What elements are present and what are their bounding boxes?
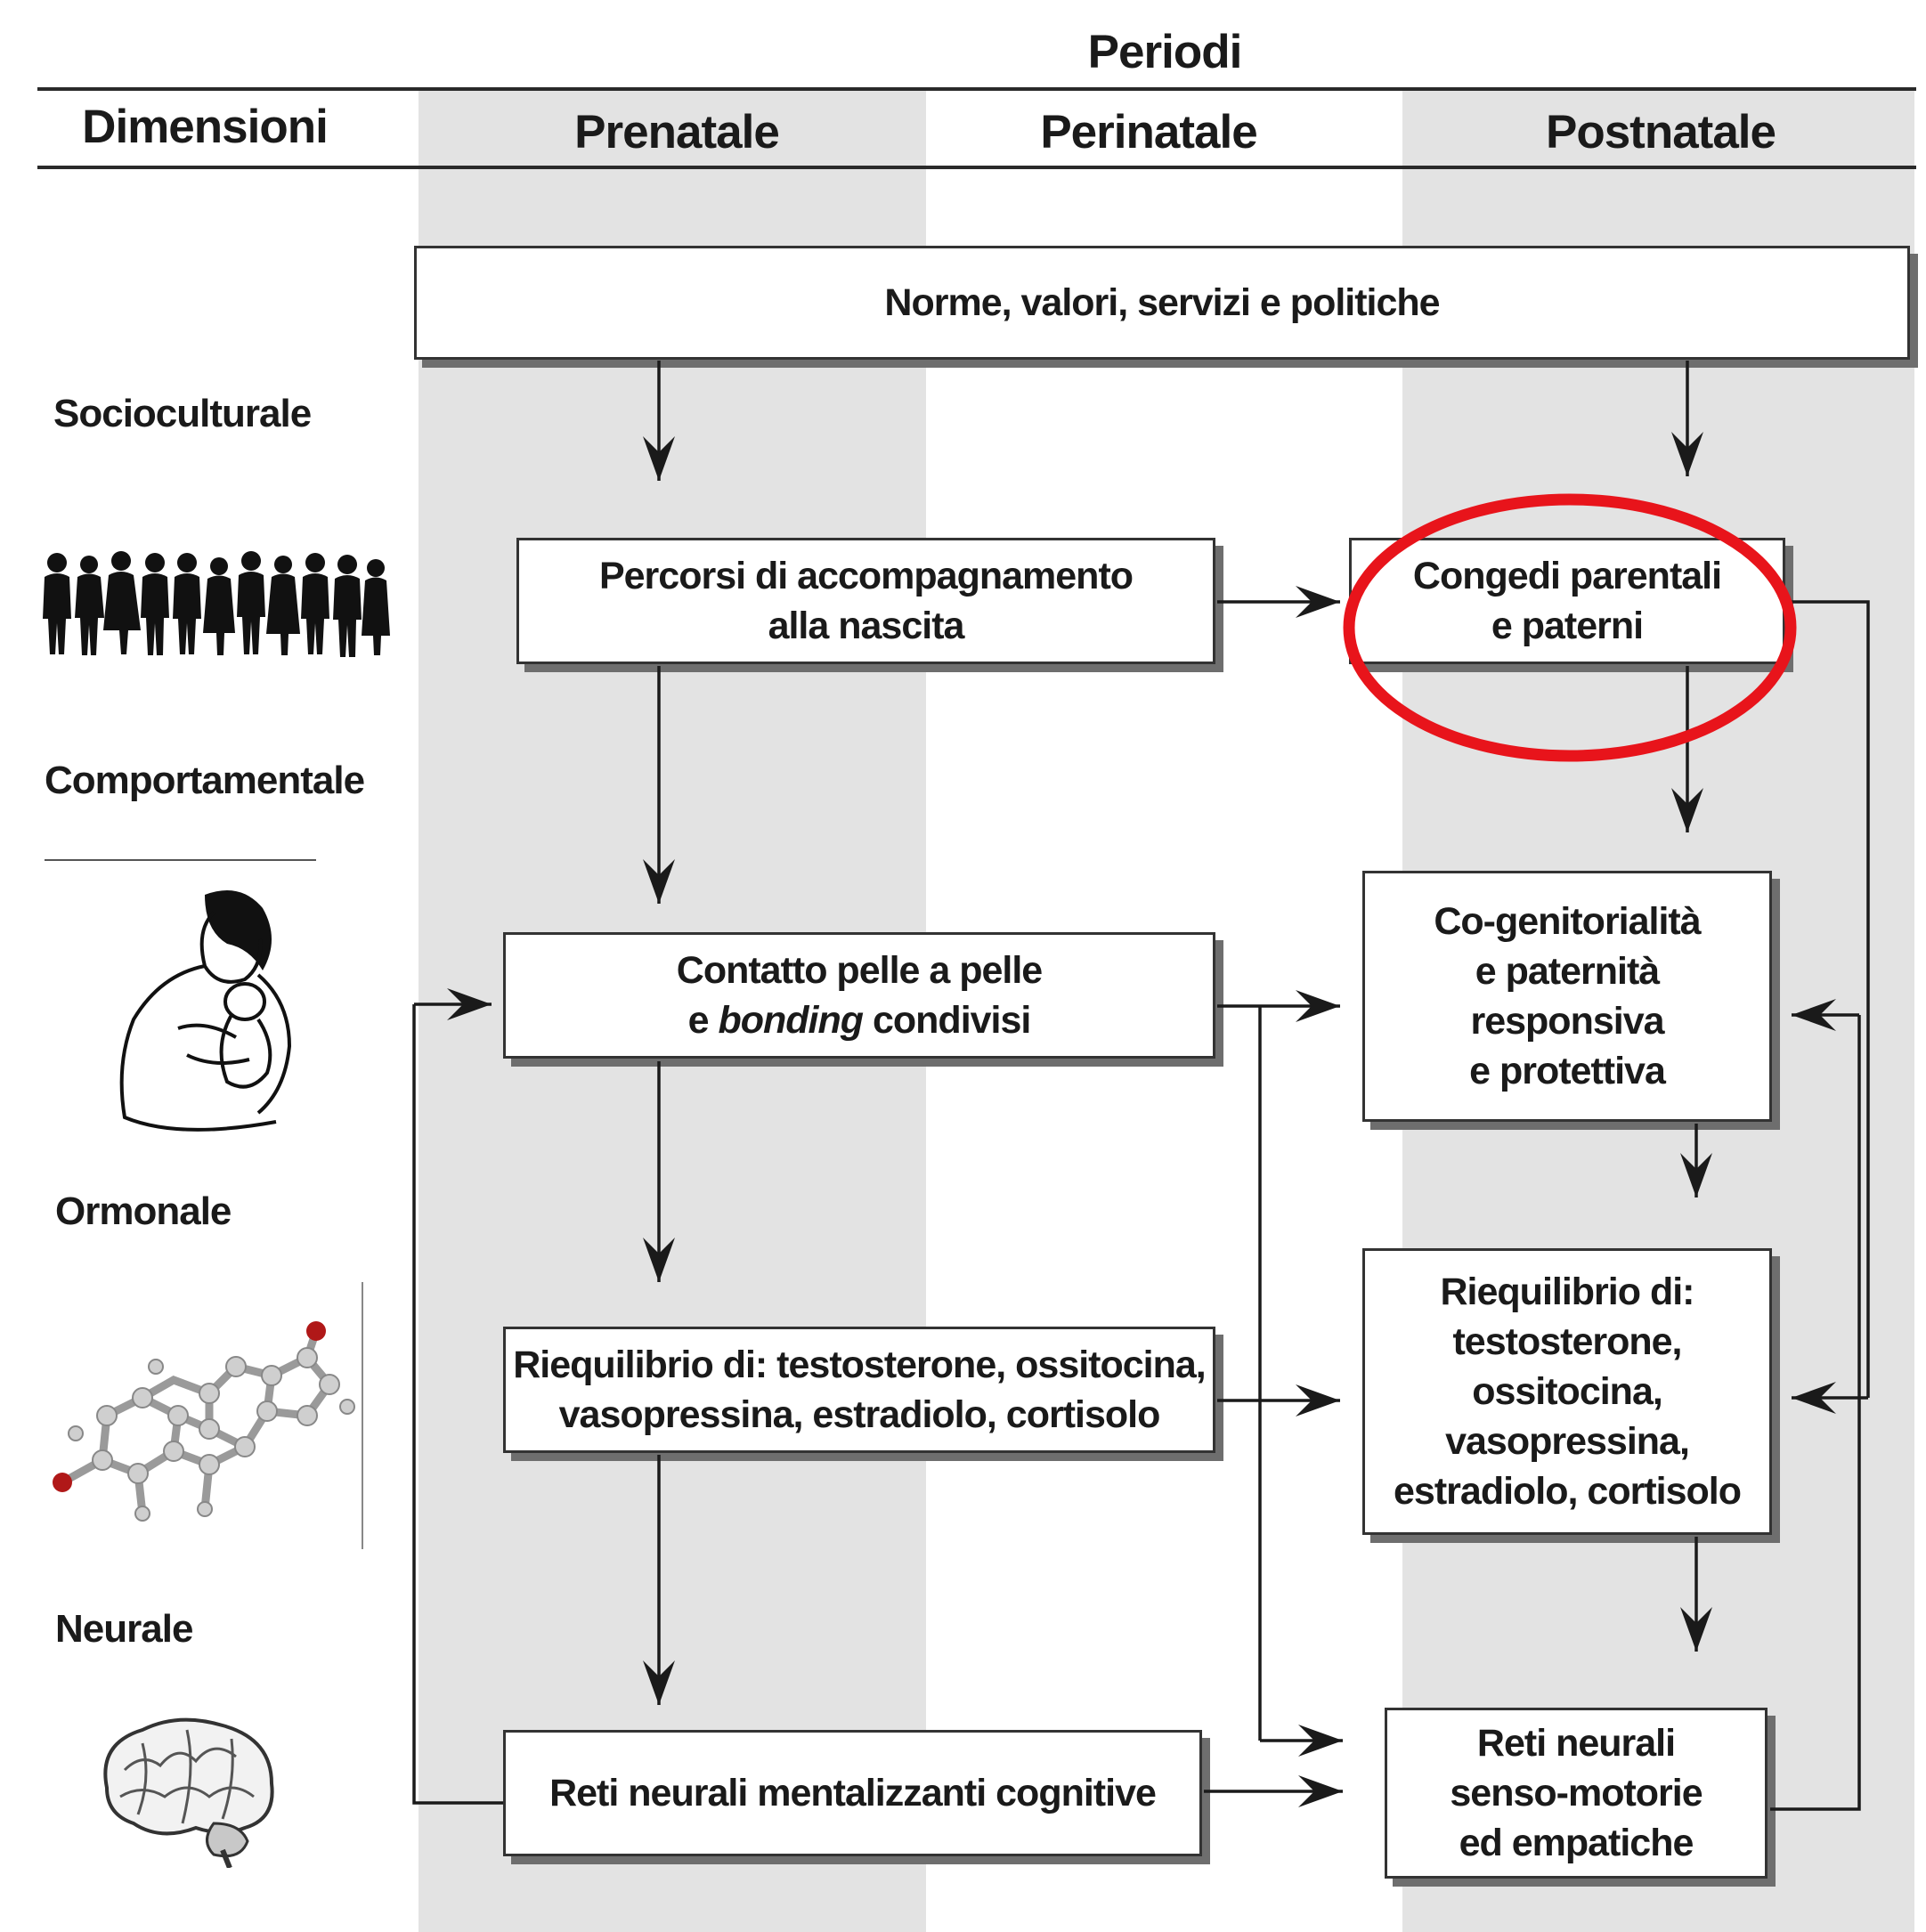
arrowhead-right xyxy=(1296,1384,1340,1417)
header-bottom-rule xyxy=(37,166,1916,169)
parental-leave-box: Congedi parentali e paterni xyxy=(1349,538,1785,664)
norms-box-text: Norme, valori, servizi e politiche xyxy=(884,281,1440,324)
arrowhead-right xyxy=(1296,586,1340,618)
neural-label: Neurale xyxy=(55,1607,193,1651)
prenatal-label: Prenatale xyxy=(574,106,780,158)
neural-sensorimotor-box: Reti neurali senso-motorie ed empatiche xyxy=(1385,1708,1768,1879)
skin-to-skin-text: Contatto pelle a pelle e bonding condivis… xyxy=(676,946,1043,1045)
birth-support-box: Percorsi di accompagnamento alla nascita xyxy=(516,538,1215,664)
skin-to-skin-box: Contatto pelle a pelle e bonding condivis… xyxy=(503,932,1215,1059)
arrowhead-right xyxy=(1298,1725,1343,1757)
neural-cognitive-box: Reti neurali mentalizzanti cognitive xyxy=(503,1730,1202,1856)
neural-cognitive-text: Reti neurali mentalizzanti cognitive xyxy=(549,1772,1157,1814)
rebalance-prenatal-box: Riequilibrio di: testosterone, ossitocin… xyxy=(503,1327,1215,1453)
skin-contact-pre: e xyxy=(687,999,719,1042)
periods-label: Periodi xyxy=(1087,26,1243,78)
sociocultural-label: Socioculturale xyxy=(53,392,312,435)
behavioral-divider xyxy=(45,859,316,861)
skin-contact-post: condivisi xyxy=(863,999,1031,1042)
rebalance-postnatal-box: Riequilibrio di: testosterone, ossitocin… xyxy=(1362,1248,1772,1535)
rebalance-prenatal-text: Riequilibrio di: testosterone, ossitocin… xyxy=(513,1343,1206,1436)
perinatal-label: Perinatale xyxy=(1040,106,1257,158)
neural-sensorimotor-text: Reti neurali senso-motorie ed empatiche xyxy=(1450,1722,1703,1864)
coparenting-text: Co-genitorialità e paternità responsiva … xyxy=(1434,900,1701,1092)
header-top-rule xyxy=(37,87,1916,91)
parental-leave-text: Congedi parentali e paterni xyxy=(1412,555,1722,647)
father-holding-baby-icon xyxy=(119,890,292,1132)
crowd-silhouette-icon xyxy=(43,551,390,657)
hormonal-label: Ormonale xyxy=(55,1189,232,1233)
skin-contact-italic: bonding xyxy=(718,999,864,1042)
birth-support-text: Percorsi di accompagnamento alla nascita xyxy=(598,555,1134,647)
brain-icon xyxy=(103,1717,274,1868)
rebalance-postnatal-text: Riequilibrio di: testosterone, ossitocin… xyxy=(1394,1270,1742,1513)
norms-values-services-policies-box: Norme, valori, servizi e politiche xyxy=(414,246,1910,360)
behavioral-label: Comportamentale xyxy=(45,759,365,802)
skin-contact-line1: Contatto pelle a pelle xyxy=(676,949,1043,992)
coparenting-box: Co-genitorialità e paternità responsiva … xyxy=(1362,871,1772,1122)
arrowhead-right xyxy=(1298,1775,1343,1807)
postnatal-label: Postnatale xyxy=(1545,106,1776,158)
arrowhead-right xyxy=(1296,990,1340,1022)
steroid-molecule-icon xyxy=(53,1282,363,1549)
dimensions-label: Dimensioni xyxy=(82,101,329,153)
